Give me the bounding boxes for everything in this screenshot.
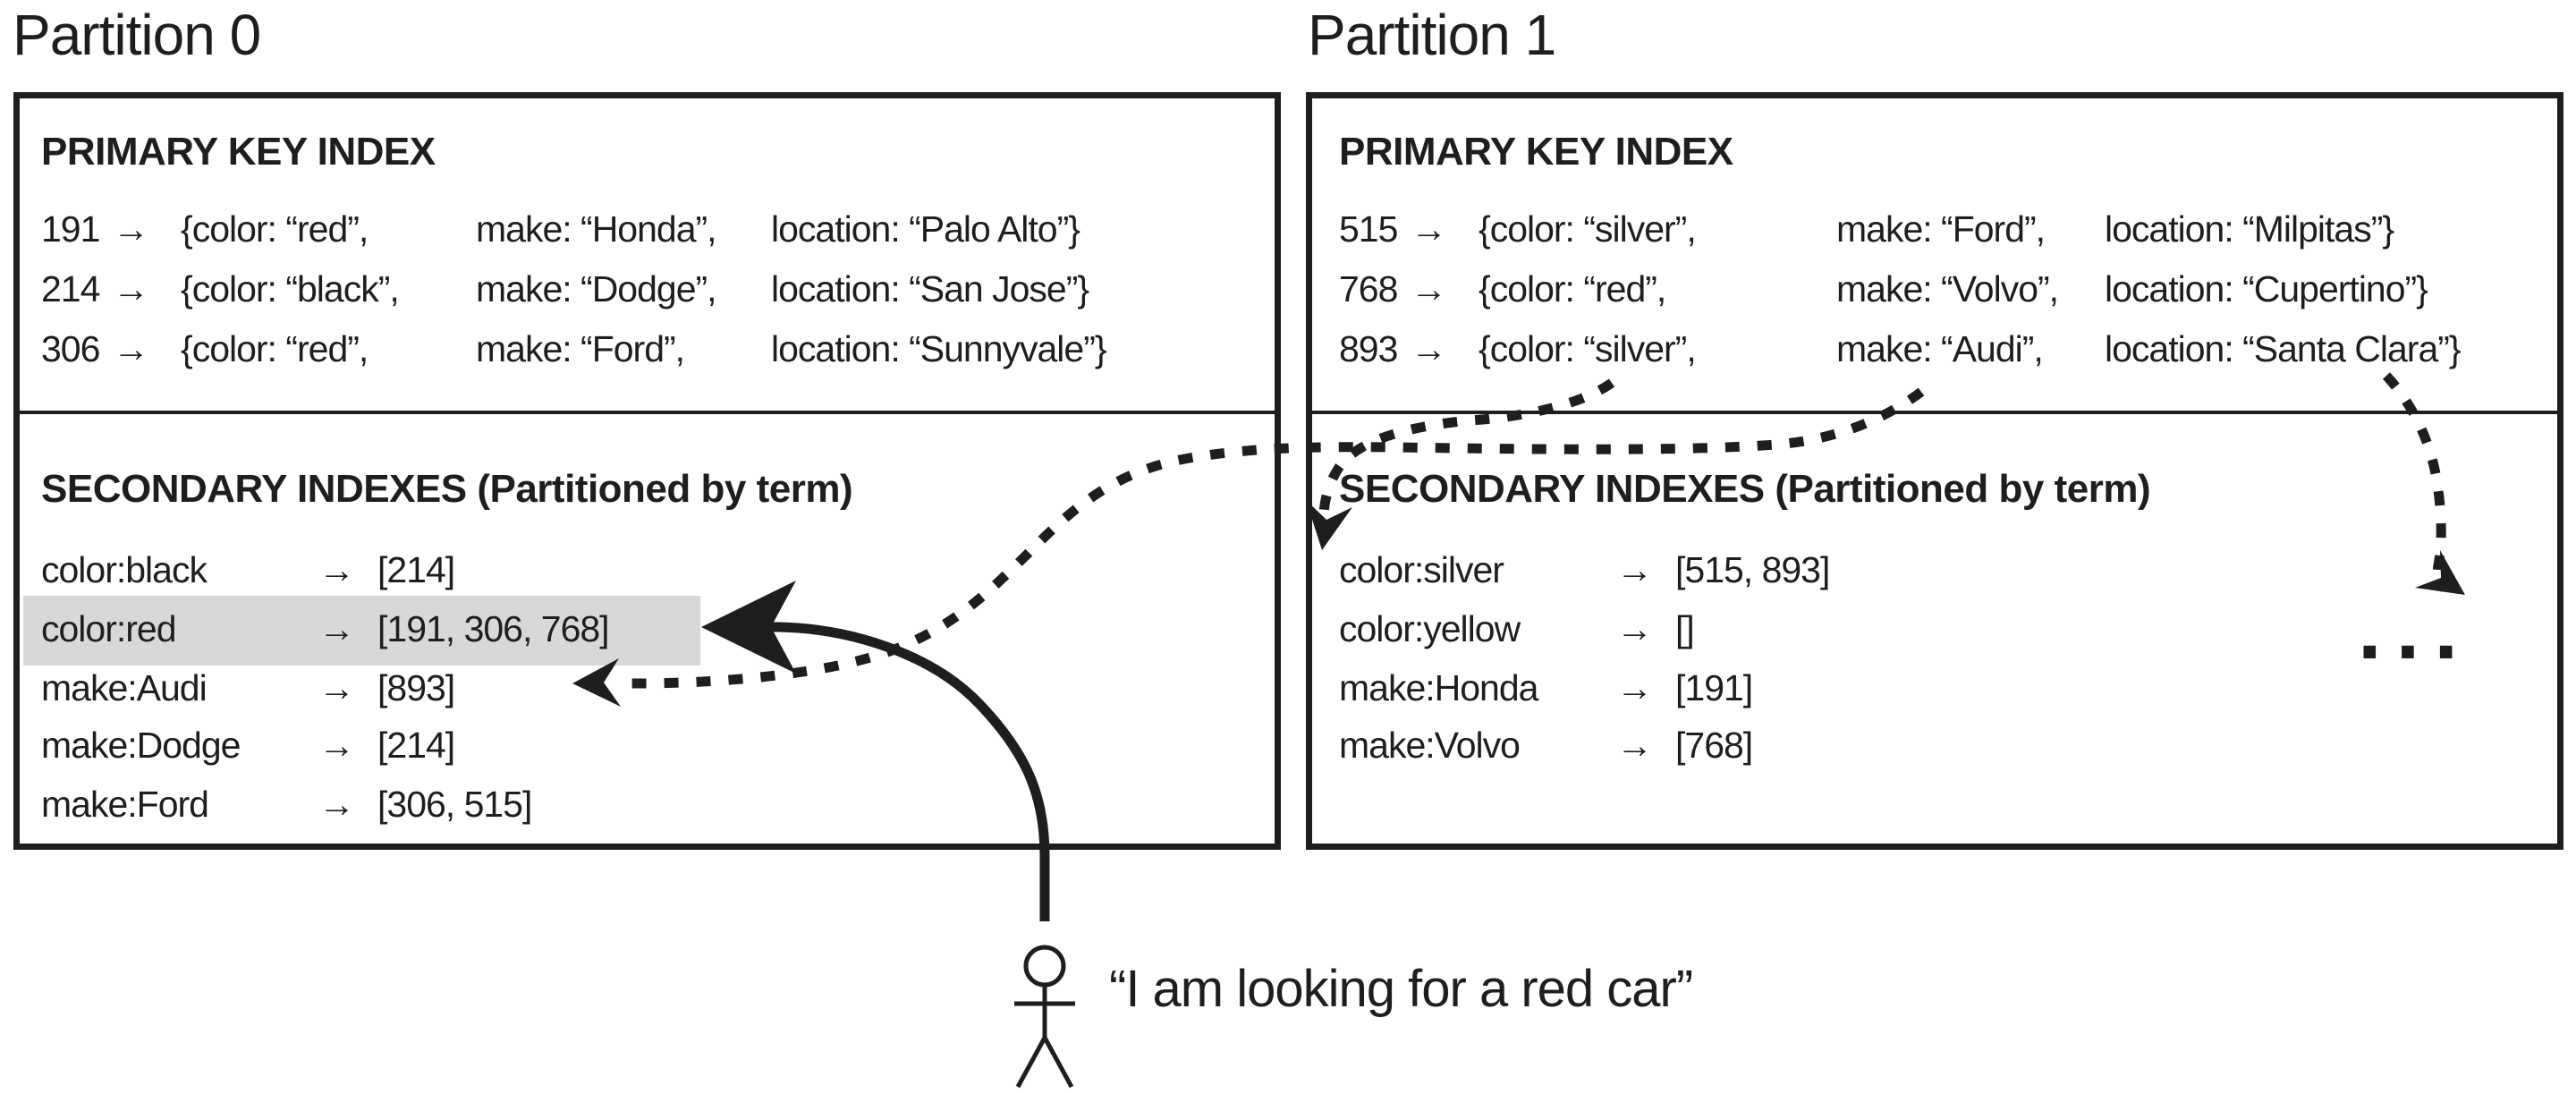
- field-location: location: “Milpitas”}: [2105, 208, 2394, 250]
- maps-to-arrow: →: [318, 608, 355, 649]
- partition-box-0: PRIMARY KEY INDEX 191 → {color: “red”, make…: [13, 92, 1281, 850]
- index-term: make:Volvo: [1339, 725, 1521, 766]
- posting-list: [515, 893]: [1675, 549, 1830, 590]
- maps-to-arrow: →: [318, 549, 355, 590]
- field-color: {color: “red”,: [181, 208, 369, 250]
- maps-to-arrow: →: [1616, 608, 1653, 649]
- secondary-row-highlighted: color:red → [191, 306, 768]: [20, 601, 1275, 657]
- primary-row: 214 → {color: “black”, make: “Dodge”, locati…: [20, 261, 1275, 317]
- posting-list: [214]: [377, 549, 455, 590]
- secondary-row: make:Dodge → [214]: [20, 717, 1275, 773]
- maps-to-arrow: →: [318, 725, 355, 766]
- doc-id: 191: [41, 208, 100, 250]
- posting-list: [893]: [377, 667, 455, 708]
- index-term: make:Audi: [41, 667, 208, 708]
- secondary-row: make:Volvo → [768]: [1312, 717, 2557, 773]
- maps-to-arrow: →: [113, 328, 149, 369]
- field-make: make: “Volvo”,: [1836, 268, 2059, 310]
- field-location: location: “Santa Clara”}: [2105, 328, 2462, 369]
- field-location: location: “Cupertino”}: [2105, 268, 2428, 310]
- field-make: make: “Audi”,: [1836, 328, 2044, 369]
- primary-key-index-header: PRIMARY KEY INDEX: [1339, 130, 1733, 174]
- field-color: {color: “black”,: [181, 268, 400, 310]
- maps-to-arrow: →: [318, 784, 355, 825]
- secondary-indexes-header: SECONDARY INDEXES (Partitioned by term): [41, 467, 853, 511]
- index-term: color:red: [41, 608, 177, 649]
- maps-to-arrow: →: [1616, 667, 1653, 708]
- posting-list: [191, 306, 768]: [377, 608, 610, 649]
- doc-id: 214: [41, 268, 100, 310]
- doc-id: 893: [1339, 328, 1398, 369]
- index-term: make:Dodge: [41, 725, 241, 766]
- posting-list: [306, 515]: [377, 784, 532, 825]
- partition-box-1: PRIMARY KEY INDEX 515 → {color: “silver”, m…: [1306, 92, 2563, 850]
- primary-row: 893 → {color: “silver”, make: “Audi”, locati…: [1312, 321, 2557, 377]
- field-color: {color: “red”,: [181, 328, 369, 369]
- field-location: location: “Palo Alto”}: [771, 208, 1080, 250]
- color-red-highlight: [23, 596, 700, 666]
- field-make: make: “Ford”,: [1836, 208, 2046, 250]
- doc-id: 515: [1339, 208, 1398, 250]
- posting-list: [768]: [1675, 725, 1753, 766]
- index-term: color:silver: [1339, 549, 1504, 590]
- maps-to-arrow: →: [1616, 725, 1653, 766]
- maps-to-arrow: →: [318, 667, 355, 708]
- maps-to-arrow: →: [1411, 328, 1447, 369]
- maps-to-arrow: →: [1616, 549, 1653, 590]
- stick-figure-icon: [1014, 945, 1075, 1089]
- maps-to-arrow: →: [113, 268, 149, 310]
- posting-list: []: [1675, 608, 1695, 649]
- field-make: make: “Ford”,: [476, 328, 685, 369]
- primary-row: 515 → {color: “silver”, make: “Ford”, locati…: [1312, 201, 2557, 257]
- primary-row: 768 → {color: “red”, make: “Volvo”, location…: [1312, 261, 2557, 317]
- secondary-row: color:black → [214]: [20, 542, 1275, 598]
- other-partitions-ellipsis: ...: [2358, 581, 2473, 677]
- query-quote: “I am looking for a red car”: [1109, 960, 1693, 1018]
- field-color: {color: “red”,: [1479, 268, 1666, 310]
- primary-key-index-header: PRIMARY KEY INDEX: [41, 130, 436, 174]
- secondary-row: make:Audi → [893]: [20, 660, 1275, 716]
- posting-list: [214]: [377, 725, 455, 766]
- secondary-indexes-header: SECONDARY INDEXES (Partitioned by term): [1339, 467, 2151, 511]
- index-term: make:Ford: [41, 784, 209, 825]
- doc-id: 306: [41, 328, 100, 369]
- field-make: make: “Dodge”,: [476, 268, 717, 310]
- section-divider: [1312, 411, 2557, 414]
- field-location: location: “San Jose”}: [771, 268, 1089, 310]
- section-divider: [20, 411, 1275, 414]
- maps-to-arrow: →: [113, 208, 149, 250]
- field-make: make: “Honda”,: [476, 208, 717, 250]
- field-color: {color: “silver”,: [1479, 328, 1697, 369]
- primary-row: 306 → {color: “red”, make: “Ford”, location:…: [20, 321, 1275, 377]
- maps-to-arrow: →: [1411, 208, 1447, 250]
- doc-id: 768: [1339, 268, 1398, 310]
- index-term: color:yellow: [1339, 608, 1521, 649]
- posting-list: [191]: [1675, 667, 1753, 708]
- partition-1-title: Partition 1: [1308, 3, 1556, 67]
- index-term: color:black: [41, 549, 208, 590]
- maps-to-arrow: →: [1411, 268, 1447, 310]
- field-color: {color: “silver”,: [1479, 208, 1697, 250]
- primary-row: 191 → {color: “red”, make: “Honda”, location…: [20, 201, 1275, 257]
- field-location: location: “Sunnyvale”}: [771, 328, 1107, 369]
- index-term: make:Honda: [1339, 667, 1538, 708]
- partition-0-title: Partition 0: [13, 3, 261, 67]
- secondary-row: make:Ford → [306, 515]: [20, 776, 1275, 832]
